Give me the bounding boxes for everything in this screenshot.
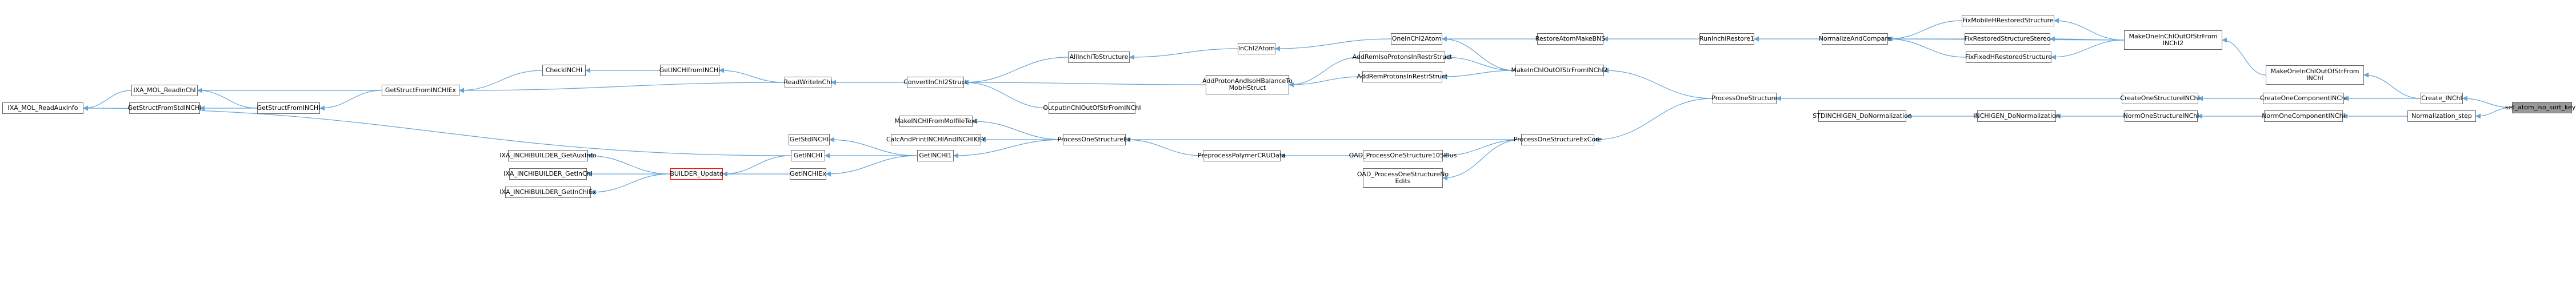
node-make-one-inchi-out-of-str-from-inchi2[interactable]: MakeOneInChIOutOfStrFrom INChI2 [2124,30,2222,50]
edge-convert-inchi2-struct-to-add-proton-and-iso-h-balance-to-mobile-h-struct [963,80,1206,85]
edge-get-struct-from-inchi-to-get-struct-from-inchi-ex [319,90,382,111]
node-get-inchi-from-inchi[interactable]: GetINCHIfromINCHI [659,65,720,76]
node-ixa-mol-read-inchi[interactable]: IXA_MOL_ReadInChI [131,85,198,96]
node-read-write-inchi[interactable]: ReadWriteInChI [784,77,832,88]
edge-ixa-inchibuilder-get-aux-info-to-builder-update [587,153,671,175]
edge-process-one-structure-ex-to-preprocess-polymer-cru-data [1125,137,1203,156]
node-process-one-structure-ex[interactable]: ProcessOneStructureEx [1058,134,1131,145]
node-convert-inchi2-struct[interactable]: ConvertInChI2Struct [903,77,967,88]
node-create-one-component-inchi[interactable]: CreateOneComponentINChI [2260,93,2347,104]
node-fix-restored-structure-stereo[interactable]: FixRestoredStructureStereo [1965,33,2050,45]
node-add-rem-iso-protons-in-restr-struct[interactable]: AddRemIsoProtonsInRestrStruct [1353,52,1452,63]
node-calc-and-print-inchi-and-inchikey[interactable]: CalcAndPrintINCHIAndINCHIKEY [886,134,986,145]
edge-add-proton-and-iso-h-balance-to-mobile-h-struct-to-add-rem-iso-protons-in-restr-struct [1289,57,1360,88]
edge-create-inchi-to-set-atom-iso-sort-keys [2462,96,2513,108]
edge-convert-inchi2-struct-to-output-inchi-out-of-str-from-inchi [963,80,1049,109]
node-normalize-and-compare[interactable]: NormalizeAndCompare [1819,33,1891,45]
edge-normalization-step-to-set-atom-iso-sort-keys [2475,107,2513,119]
edge-all-inchi-to-structure-to-inchi2atom [1129,48,1238,60]
node-all-inchi-to-structure[interactable]: AllInchiToStructure [1068,52,1130,63]
node-create-one-structure-inchi[interactable]: CreateOneStructureINChI [2120,93,2200,104]
edge-get-struct-from-inchi-ex-to-read-write-inchi [459,82,785,93]
node-create-inchi[interactable]: Create_INChI [2421,93,2463,104]
node-set-atom-iso-sort-keys: set_atom_iso_sort_keys [2505,102,2576,113]
node-make-inchi-from-molfile-text[interactable]: MakeINCHIFromMolfileText [894,116,978,127]
node-check-inchi[interactable]: CheckINCHI [542,65,586,76]
node-normalization-step[interactable]: Normalization_step [2407,110,2476,122]
node-process-one-structure[interactable]: ProcessOneStructure [1711,93,1778,104]
node-get-inchi[interactable]: GetINCHI [791,150,825,161]
edge-convert-inchi2-struct-to-all-inchi-to-structure [963,57,1069,85]
node-inchi2atom[interactable]: InChI2Atom [1238,43,1275,54]
edge-ixa-mol-read-aux-info-to-get-inchi [83,105,791,156]
edge-inchi2atom-to-one-inchi2atom [1275,38,1391,52]
edge-ixa-inchibuilder-get-inchi-ex-to-builder-update [590,173,671,195]
edge-make-one-inchi-out-of-str-from-inchi2-to-make-one-inchi-out-of-str-from-inchi [2222,37,2266,76]
edge-add-rem-iso-protons-in-restr-struct-to-make-inchi-out-of-str-from-inchi2 [1445,54,1515,71]
node-ixa-inchibuilder-get-inchi[interactable]: IXA_INCHIBUILDER_GetInChI [503,168,593,180]
node-ixa-inchibuilder-get-aux-info[interactable]: IXA_INCHIBUILDER_GetAuxInfo [499,150,597,161]
edge-make-inchi-out-of-str-from-inchi2-to-process-one-structure [1603,68,1713,99]
node-process-one-structure-ex-core[interactable]: ProcessOneStructureExCore [1514,134,1602,145]
node-get-inchi1[interactable]: GetINCHI1 [917,150,954,161]
node-preprocess-polymer-cru-data[interactable]: PreprocessPolymerCRUData [1198,150,1286,161]
node-inchigen-do-normalization[interactable]: INCHIGEN_DoNormalization [1973,110,2060,122]
node-get-struct-from-std-inchi[interactable]: GetStructFromStdINCHI [128,102,201,114]
node-one-inchi2atom[interactable]: OneInChI2Atom [1391,33,1442,45]
node-oad-process-one-structure-no-edits[interactable]: OAD_ProcessOneStructureNo Edits [1357,168,1449,188]
node-output-inchi-out-of-str-from-inchi[interactable]: OutputInChIOutOfStrFromINChI [1043,102,1141,114]
edge-make-one-inchi-out-of-str-from-inchi-to-create-inchi [2363,72,2421,99]
node-get-struct-from-inchi-ex[interactable]: GetStructFromINCHIEx [382,85,459,96]
edge-one-inchi2atom-to-make-inchi-out-of-str-from-inchi2 [1442,36,1515,71]
edge-oad-process-one-structure-105-plus-to-process-one-structure-ex-core [1442,139,1522,159]
edge-get-inchi1-to-process-one-structure-ex [953,139,1063,159]
node-run-inchi-restore1[interactable]: RunInchiRestore1 [1699,33,1754,45]
edge-get-std-inchi-to-get-inchi1 [829,137,918,156]
node-add-rem-protons-in-restr-struct[interactable]: AddRemProtonsInRestrStruct [1357,71,1448,82]
edge-fix-fixed-h-restored-structure-to-make-one-inchi-out-of-str-from-inchi2 [2051,39,2125,60]
edge-fix-mobile-h-restored-structure-to-make-one-inchi-out-of-str-from-inchi2 [2054,18,2125,41]
node-get-std-inchi[interactable]: GetStdINCHI [789,134,830,145]
edge-make-inchi-from-molfile-text-to-process-one-structure-ex [972,118,1063,140]
node-get-struct-from-inchi[interactable]: GetStructFromINCHI [257,102,320,114]
node-oad-process-one-structure-105-plus[interactable]: OAD_ProcessOneStructure105Plus [1349,150,1457,161]
node-ixa-inchibuilder-get-inchi-ex[interactable]: IXA_INCHIBUILDER_GetInChIEx [499,187,597,198]
edge-normalize-and-compare-to-fix-fixed-h-restored-structure [1887,36,1966,58]
edge-get-struct-from-inchi-ex-to-check-inchi [459,70,543,93]
node-add-proton-and-iso-h-balance-to-mobile-h-struct[interactable]: AddProtonAndIsoHBalanceTo MobHStruct [1202,75,1293,94]
edge-process-one-structure-ex-core-to-process-one-structure [1594,98,1713,143]
edge-normalize-and-compare-to-fix-mobile-h-restored-structure [1887,20,1962,42]
node-norm-one-component-inchi[interactable]: NormOneComponentINChI [2262,110,2345,122]
edge-add-proton-and-iso-h-balance-to-mobile-h-struct-to-add-rem-protons-in-restr-struct [1289,76,1363,88]
node-ixa-mol-read-aux-info[interactable]: IXA_MOL_ReadAuxInfo [2,102,83,114]
edge-ixa-mol-read-inchi-to-get-struct-from-inchi [197,88,258,109]
edge-oad-process-one-structure-no-edits-to-process-one-structure-ex-core [1442,139,1522,181]
node-restore-atom-make-bns[interactable]: RestoreAtomMakeBNS [1535,33,1605,45]
node-builder-update[interactable]: BUILDER_Update [670,168,723,180]
node-make-inchi-out-of-str-from-inchi2[interactable]: MakeInChIOutOfStrFromINChI2 [1511,65,1608,76]
node-make-one-inchi-out-of-str-from-inchi[interactable]: MakeOneInChIOutOfStrFrom INChI [2266,65,2364,85]
edge-get-inchi-from-inchi-to-read-write-inchi [719,68,785,83]
edge-ixa-mol-read-aux-info-to-ixa-mol-read-inchi [83,90,132,111]
edge-get-inchi-ex-to-get-inchi1 [826,155,918,177]
edge-builder-update-to-get-inchi [722,155,791,177]
node-norm-one-structure-inchi[interactable]: NormOneStructureINChI [2123,110,2199,122]
node-fix-fixed-h-restored-structure[interactable]: FixFixedHRestoredStructure [1965,52,2052,63]
node-stdinchigen-do-normalization[interactable]: STDINCHIGEN_DoNormalization [1813,110,1912,122]
edge-add-rem-protons-in-restr-struct-to-make-inchi-out-of-str-from-inchi2 [1442,70,1515,80]
node-fix-mobile-h-restored-structure[interactable]: FixMobileHRestoredStructure [1962,15,2054,26]
node-get-inchi-ex[interactable]: GetINCHIEx [790,168,826,180]
